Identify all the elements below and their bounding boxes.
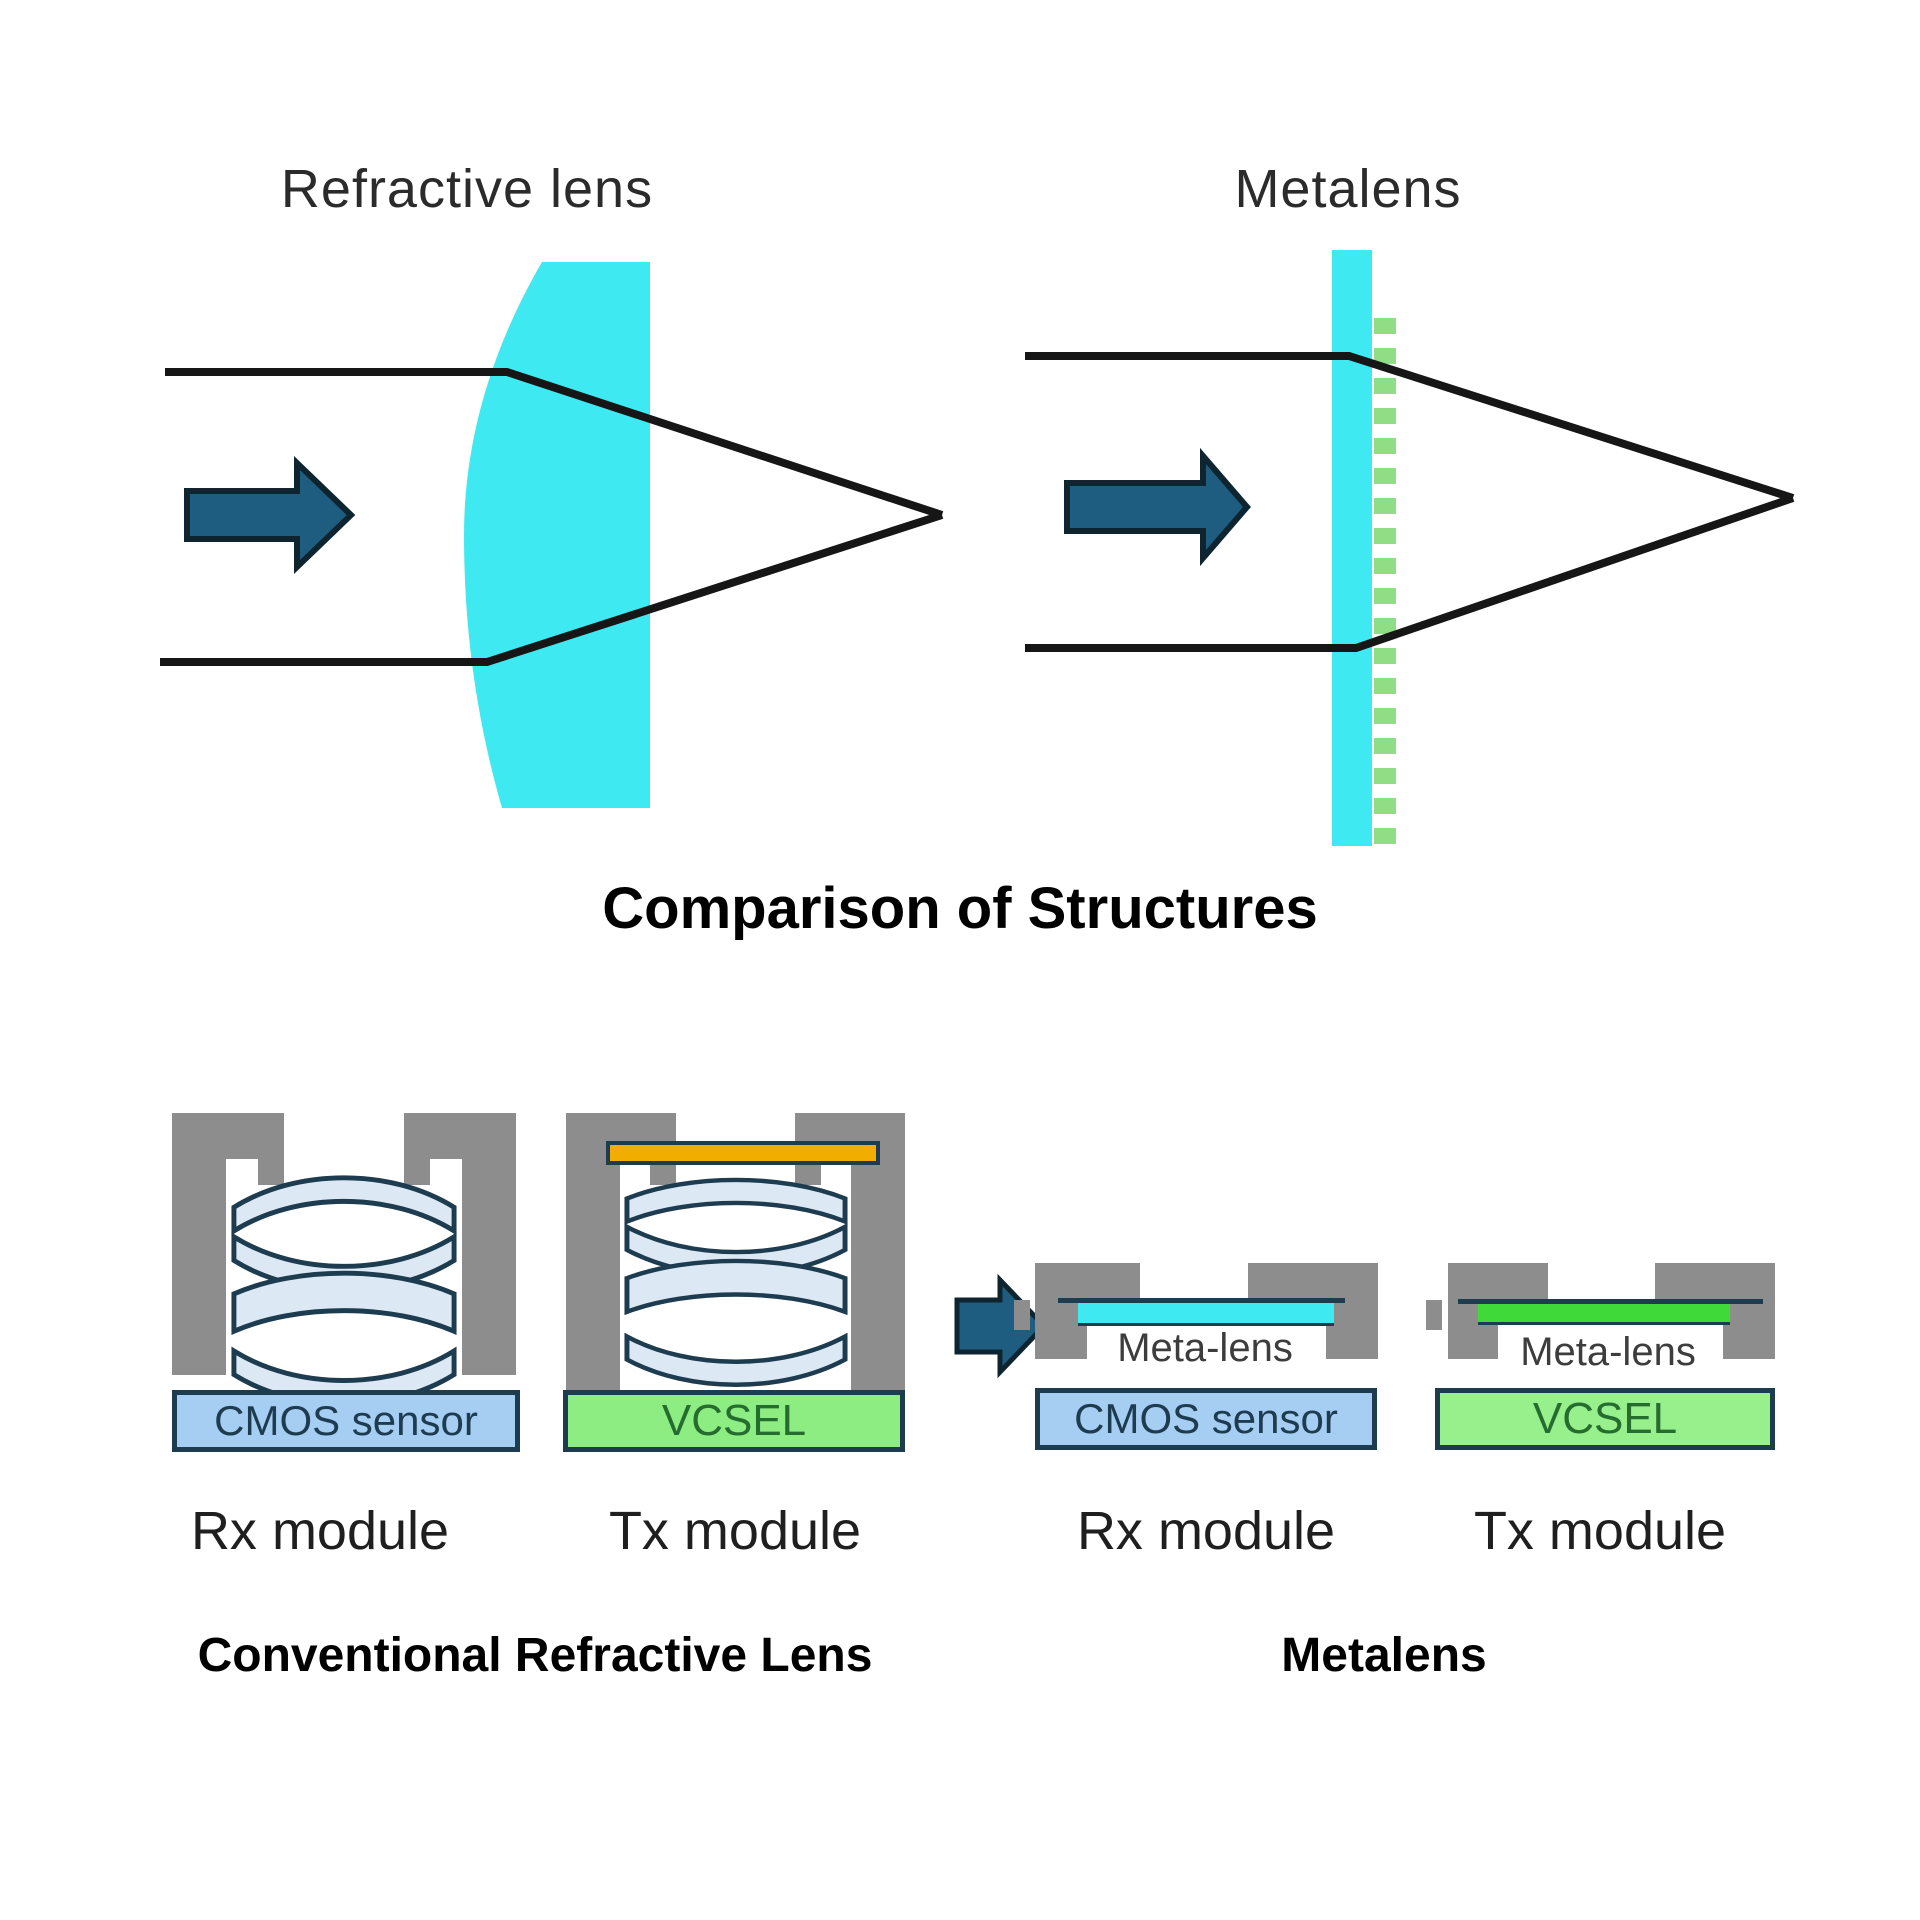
meta-rx-metalens-bar: [1078, 1303, 1334, 1326]
lens-element: [624, 1258, 848, 1316]
nanostructure-dash: [1374, 348, 1396, 364]
nanostructure-dash: [1374, 468, 1396, 484]
meta-rx-metalens-label: Meta-lens: [1117, 1326, 1293, 1370]
nanostructure-dash: [1374, 768, 1396, 784]
vcsel-label: VCSEL: [661, 1396, 807, 1445]
rx-module-label: Rx module: [190, 1501, 450, 1561]
rx-cmos-sensor-box: CMOS sensor: [172, 1390, 520, 1452]
meta-tx-stub-left: [1426, 1300, 1442, 1330]
conventional-caption: Conventional Refractive Lens: [197, 1629, 873, 1682]
nanostructure-dash: [1374, 528, 1396, 544]
tx-filter-bar: [606, 1141, 880, 1165]
metalens-top-ray: [1025, 352, 1795, 502]
nanostructure-dash: [1374, 378, 1396, 394]
rx-housing-bar-left: [172, 1113, 226, 1375]
metalens-title: Metalens: [1234, 159, 1462, 219]
cmos-sensor-label: CMOS sensor: [214, 1397, 478, 1444]
nanostructure-dash: [1374, 438, 1396, 454]
meta-rx-mount-right-leg: [1326, 1263, 1378, 1359]
nanostructure-dash: [1374, 318, 1396, 334]
lens-element: [231, 1175, 457, 1236]
nanostructure-dash: [1374, 408, 1396, 424]
nanostructure-dash: [1374, 498, 1396, 514]
input-light-arrow-right: [1064, 447, 1251, 567]
metalens-nanostructure-dashes: [1374, 318, 1396, 844]
nanostructure-dash: [1374, 828, 1396, 844]
rx-lens-stack: [231, 1175, 457, 1407]
rx-housing-tooth-left: [258, 1159, 284, 1185]
nanostructure-dash: [1374, 708, 1396, 724]
vcsel-label: VCSEL: [1532, 1394, 1678, 1443]
tx-lens-stack: [624, 1177, 848, 1387]
nanostructure-dash: [1374, 648, 1396, 664]
meta-rx-stub-left: [1014, 1300, 1030, 1330]
meta-tx-metalens-bar: [1478, 1304, 1730, 1325]
refractive-top-ray: [165, 368, 944, 519]
rx-housing-tooth-right: [404, 1159, 430, 1185]
refractive-lens-title: Refractive lens: [280, 159, 654, 219]
meta-tx-mount-right-leg: [1723, 1263, 1775, 1359]
metalens-bottom-ray: [1025, 494, 1795, 652]
cmos-sensor-label: CMOS sensor: [1074, 1395, 1338, 1442]
tx-vcsel-box: VCSEL: [563, 1390, 905, 1452]
metalens-substrate-bar: [1332, 250, 1372, 846]
tx-module-label: Tx module: [608, 1501, 862, 1561]
nanostructure-dash: [1374, 678, 1396, 694]
metalens-caption: Metalens: [1281, 1629, 1487, 1682]
input-light-arrow-left: [184, 455, 356, 575]
rx-housing-bar-right: [462, 1113, 516, 1375]
refractive-lens-shape: [464, 262, 650, 808]
meta-tx-vcsel-box: VCSEL: [1435, 1388, 1775, 1450]
nanostructure-dash: [1374, 738, 1396, 754]
lens-element: [624, 1332, 848, 1387]
meta-tx-metalens-label: Meta-lens: [1520, 1330, 1696, 1374]
nanostructure-dash: [1374, 558, 1396, 574]
lens-element: [231, 1270, 457, 1336]
meta-tx-bar-edge: [1458, 1299, 1763, 1304]
meta-tx-module-label: Tx module: [1473, 1501, 1727, 1561]
meta-rx-module-label: Rx module: [1076, 1501, 1336, 1561]
refractive-bottom-ray: [160, 511, 944, 666]
transform-arrow: [954, 1273, 1048, 1379]
meta-rx-cmos-sensor-box: CMOS sensor: [1035, 1388, 1377, 1450]
nanostructure-dash: [1374, 618, 1396, 634]
nanostructure-dash: [1374, 798, 1396, 814]
meta-rx-bar-edge: [1058, 1298, 1345, 1303]
comparison-caption: Comparison of Structures: [602, 876, 1318, 941]
nanostructure-dash: [1374, 588, 1396, 604]
lens-element: [624, 1177, 848, 1225]
